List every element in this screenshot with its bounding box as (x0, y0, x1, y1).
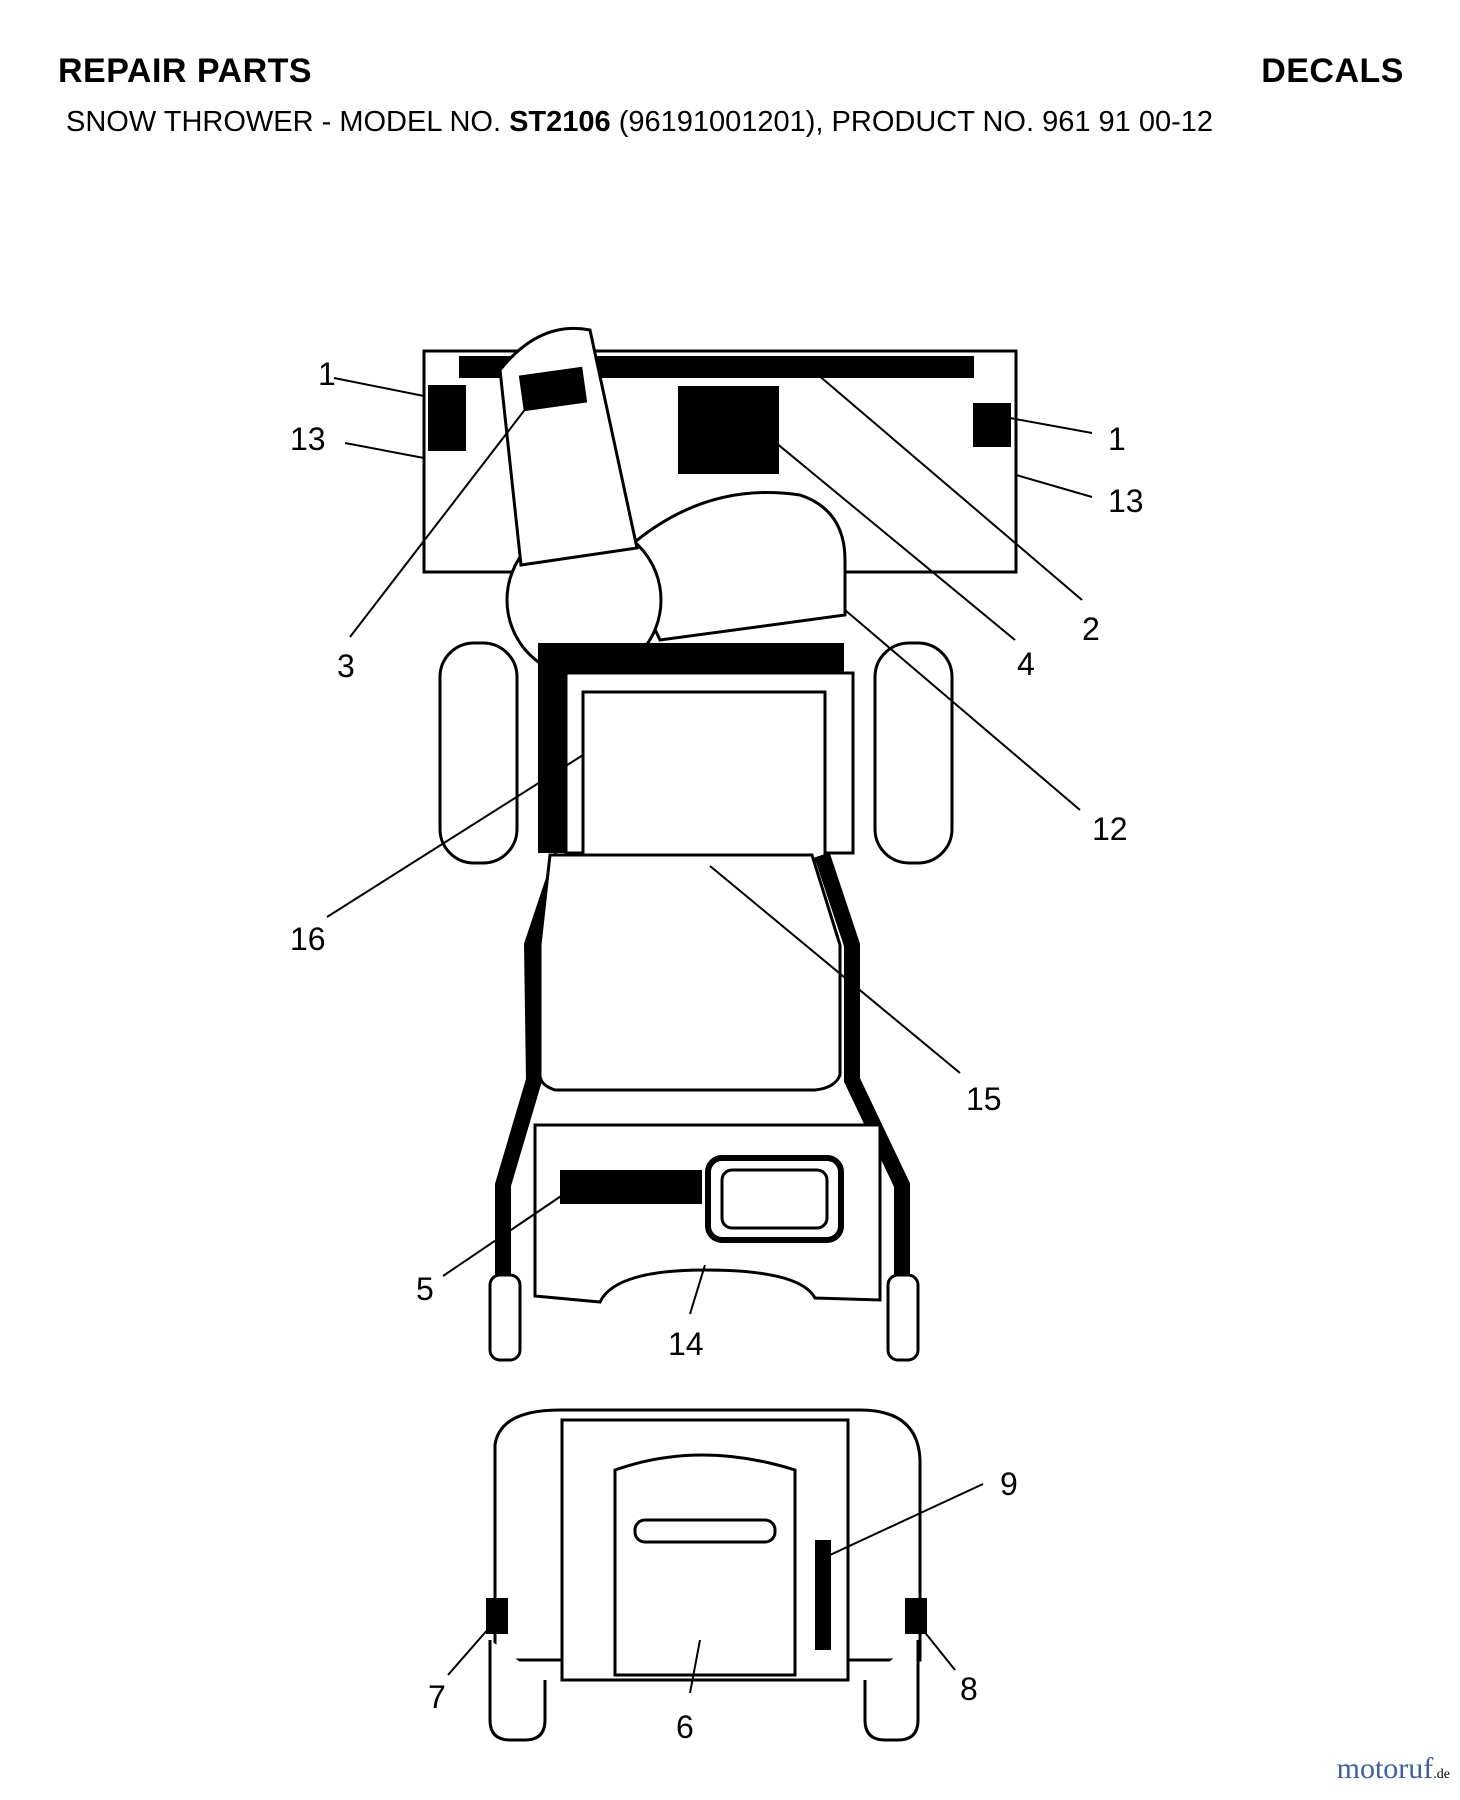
subtitle-prefix: SNOW THROWER - MODEL NO. (66, 106, 501, 138)
page-title: REPAIR PARTS (58, 52, 313, 90)
callout-15: 15 (966, 1081, 1002, 1117)
decal-5 (560, 1170, 702, 1204)
callout-4: 4 (1017, 646, 1035, 682)
dash-display-inner (720, 1168, 829, 1230)
right-grip (886, 1273, 920, 1362)
decal-4 (678, 386, 779, 474)
section-title: DECALS (1261, 52, 1404, 90)
callout-8: 8 (960, 1671, 978, 1707)
callout-12: 12 (1092, 811, 1128, 847)
callout-2: 2 (1082, 611, 1100, 647)
right-tire (873, 641, 954, 865)
left-grip (488, 1273, 522, 1362)
model-number: ST2106 (509, 106, 611, 138)
decal-8 (905, 1598, 927, 1634)
decal-9 (815, 1540, 831, 1650)
rear-slot (633, 1518, 777, 1544)
callout-13-left: 13 (290, 421, 326, 457)
callout-7: 7 (428, 1679, 446, 1715)
watermark-text: motoruf (1336, 1752, 1434, 1785)
decal-16 (581, 690, 827, 862)
callout-1-left: 1 (318, 356, 336, 392)
decal-1-left (428, 385, 466, 451)
left-tire (438, 641, 519, 865)
rear-inner (613, 1453, 797, 1677)
callout-16: 16 (290, 921, 326, 957)
engine-cover (618, 491, 847, 642)
subtitle-suffix: (96191001201), PRODUCT NO. 961 91 00-12 (618, 106, 1214, 138)
rear-wheel-left (488, 1640, 547, 1742)
model-subtitle: SNOW THROWER - MODEL NO. ST2106 (9619100… (66, 106, 1213, 139)
callout-1-right: 1 (1108, 421, 1126, 457)
callout-9: 9 (1000, 1466, 1018, 1502)
callout-5: 5 (416, 1271, 434, 1307)
lower-panel (538, 853, 842, 1092)
callout-13-right: 13 (1108, 483, 1144, 519)
callout-3: 3 (337, 648, 355, 684)
rear-wheel-right (863, 1640, 920, 1742)
watermark: motoruf.de (1337, 1752, 1450, 1786)
callout-14: 14 (668, 1326, 704, 1362)
decal-1-right (973, 403, 1011, 447)
callout-6: 6 (676, 1709, 694, 1745)
watermark-suffix: .de (1433, 1767, 1450, 1782)
decal-3 (518, 366, 588, 412)
